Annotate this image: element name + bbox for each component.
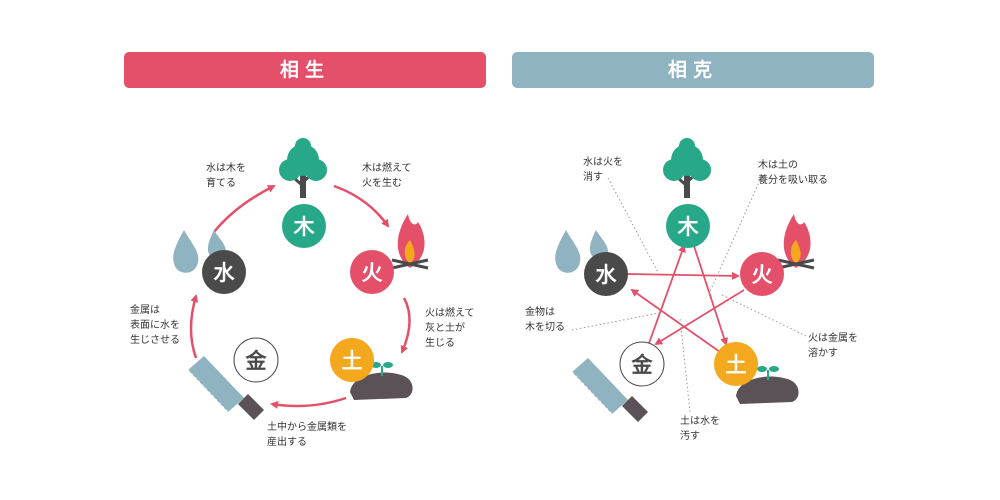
- saw-icon: [571, 358, 648, 422]
- note-line: 育てる: [206, 178, 236, 189]
- control-cycle: 木 火 土 金 水: [555, 138, 815, 422]
- note-line: 灰と土が: [425, 323, 465, 334]
- water-drops-icon: [555, 230, 608, 273]
- note-line: 産出する: [267, 437, 307, 448]
- leader-earth-water: [679, 317, 691, 413]
- wood-label: 木: [677, 215, 700, 239]
- water-label: 水: [214, 261, 236, 285]
- arrow-water-to-fire: [625, 271, 740, 280]
- note-wood-earth: 木は土の 養分を吸い取る: [758, 158, 828, 188]
- metal-label: 金: [245, 349, 268, 373]
- wood-circle: [282, 204, 326, 248]
- earth-circle: [714, 342, 758, 386]
- fire-icon: [391, 214, 429, 270]
- water-label: 水: [596, 263, 618, 287]
- note-line: 火は金属を: [808, 333, 858, 344]
- arrow-metal-to-wood: [647, 244, 686, 347]
- note-line: 火は燃えて: [425, 308, 475, 319]
- water-circle: [202, 250, 246, 294]
- generation-cycle: 木 火 土 金 水: [173, 138, 429, 420]
- generation-title-banner: 相生: [124, 52, 486, 88]
- soil-sprout-icon: [350, 362, 413, 400]
- note-line: 生じる: [425, 338, 455, 349]
- earth-circle: [330, 338, 374, 382]
- note-line: 溶かす: [808, 348, 838, 359]
- note-line: 金属は: [130, 305, 160, 316]
- note-line: 木は土の: [758, 160, 798, 171]
- earth-label: 土: [342, 349, 363, 373]
- note-wood-fire: 木は燃えて 火を生む: [362, 161, 412, 191]
- leader-water-fire: [607, 177, 661, 277]
- note-line: 土中から金属類を: [267, 422, 347, 433]
- note-metal-wood: 金物は 木を切る: [525, 305, 565, 335]
- note-line: 木は燃えて: [362, 163, 412, 174]
- metal-circle: [619, 341, 665, 387]
- tree-icon: [663, 138, 711, 198]
- note-line: 消す: [583, 172, 603, 183]
- metal-circle: [233, 337, 279, 383]
- earth-label: 土: [726, 353, 747, 377]
- metal-label: 金: [631, 353, 654, 377]
- arrow-earth-to-water: [630, 288, 721, 353]
- note-line: 木を切る: [525, 322, 565, 333]
- note-water-wood: 水は木を 育てる: [206, 161, 246, 191]
- wood-label: 木: [293, 215, 316, 239]
- arrow-water-to-wood: [213, 184, 276, 233]
- arrow-wood-to-fire: [333, 184, 390, 228]
- note-fire-earth: 火は燃えて 灰と土が 生じる: [425, 306, 475, 351]
- note-fire-metal: 火は金属を 溶かす: [808, 331, 858, 361]
- wood-circle: [666, 204, 710, 248]
- fire-circle: [740, 252, 784, 296]
- note-line: 水は火を: [583, 157, 623, 168]
- arrow-fire-to-earth: [400, 297, 411, 354]
- note-line: 生じさせる: [130, 335, 180, 346]
- note-line: 土は水を: [680, 416, 720, 427]
- leader-metal-wood: [571, 311, 665, 331]
- note-line: 金物は: [525, 307, 555, 318]
- saw-icon: [187, 356, 264, 420]
- soil-sprout-icon: [736, 366, 799, 404]
- note-line: 火を生む: [362, 178, 402, 189]
- fire-circle: [350, 250, 394, 294]
- note-line: 水は木を: [206, 163, 246, 174]
- note-earth-water: 土は水を 汚す: [680, 414, 720, 444]
- arrow-earth-to-metal: [270, 396, 347, 409]
- leader-wood-earth: [707, 179, 761, 297]
- fire-label: 火: [752, 263, 773, 287]
- fire-icon: [777, 214, 815, 270]
- tree-icon: [279, 138, 327, 198]
- water-circle: [584, 252, 628, 296]
- note-metal-water: 金属は 表面に水を 生じさせる: [130, 303, 180, 348]
- fire-label: 火: [362, 261, 383, 285]
- leader-fire-metal: [719, 293, 807, 337]
- note-line: 汚す: [680, 431, 700, 442]
- note-line: 養分を吸い取る: [758, 175, 828, 186]
- note-line: 表面に水を: [130, 320, 180, 331]
- arrow-metal-to-water: [189, 294, 199, 359]
- control-title-banner: 相克: [512, 52, 874, 88]
- arrow-wood-to-earth: [693, 245, 728, 346]
- note-earth-metal: 土中から金属類を 産出する: [267, 420, 347, 450]
- note-water-fire: 水は火を 消す: [583, 155, 623, 185]
